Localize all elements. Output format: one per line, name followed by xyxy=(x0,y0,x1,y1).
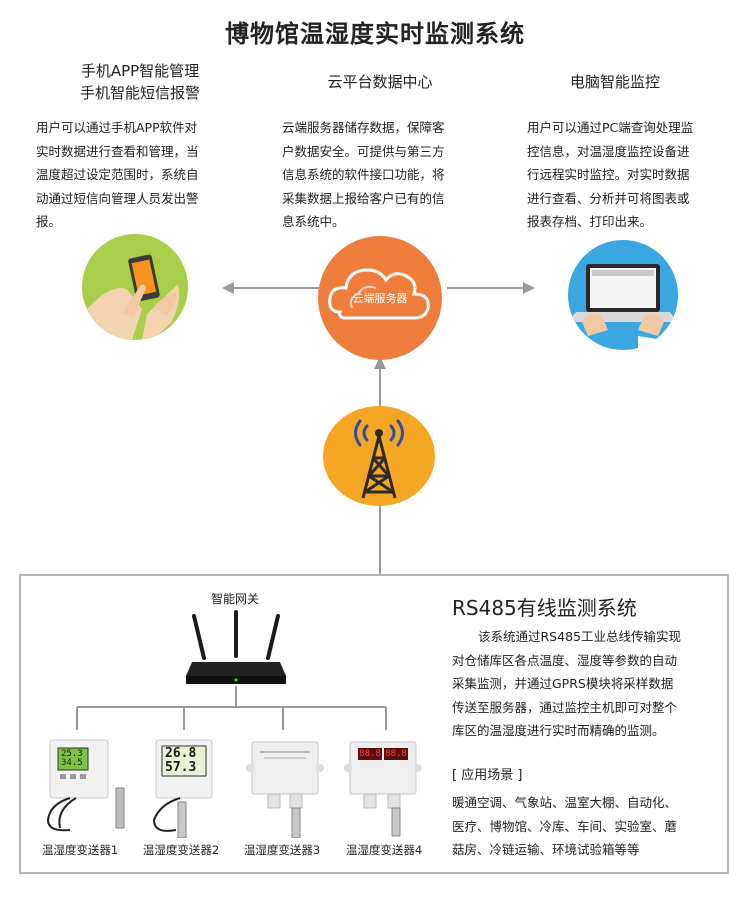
application-scenes-heading: [ 应用场景 ] xyxy=(452,768,523,783)
text-line: 报表存档、打印出来。 xyxy=(527,214,653,229)
mobile-heading: 手机APP智能管理 手机智能短信报警 xyxy=(40,60,240,104)
text-line: 采集监测，并通过GPRS模块将采样数据 xyxy=(452,676,674,691)
sensor-device-3 xyxy=(240,738,330,839)
text-line: 菇房、冷链运输、环境试验箱等等 xyxy=(452,842,640,857)
sensor-2-temp: 26.8 xyxy=(165,746,197,761)
arrowhead-up xyxy=(374,356,386,369)
page-title: 博物馆温湿度实时监测系统 xyxy=(225,20,525,48)
sensor-4-label: 温湿度变送器4 xyxy=(345,843,423,857)
sensor-device-4: 88.8 88.8 xyxy=(338,738,428,838)
text-line: 对仓储库区各点温度、湿度等参数的自动 xyxy=(452,652,678,668)
pc-monitor-illustration xyxy=(568,240,678,350)
text-line: 息系统中。 xyxy=(282,214,345,229)
text-line: 温度超过设定范围时，系统自 xyxy=(36,167,199,182)
text-line: 进行查看、分析并可将图表或 xyxy=(527,190,690,206)
text-line: 信息系统的软件接口功能，将 xyxy=(282,167,445,182)
wireless-tower-illustration xyxy=(323,406,435,506)
text-line: 用户可以通过PC端查询处理监 xyxy=(527,120,694,135)
mobile-heading-line2: 手机智能短信报警 xyxy=(79,84,200,102)
cloud-server-label: 云端服务器 xyxy=(352,292,408,305)
sensor-4-display-left: 88.8 xyxy=(359,749,381,759)
text-line: 动通过短信向管理人员发出警 xyxy=(36,190,199,206)
cloud-icon xyxy=(328,268,430,320)
sensor-2-display: 26.8 57.3 xyxy=(165,747,205,775)
antenna-tower-icon xyxy=(354,419,404,499)
sensor-4-icon xyxy=(344,741,422,837)
cloud-server-illustration: 云端服务器 xyxy=(318,236,442,360)
rs485-system-box xyxy=(19,574,729,874)
text-line: 暖通空调、气象站、温室大棚、自动化、 xyxy=(452,795,678,810)
rs485-title: RS485有线监测系统 xyxy=(452,596,637,620)
text-line: 云端服务器储存数据，保障客 xyxy=(282,120,445,135)
text-line: 传送至服务器，通过监控主机即可对整个 xyxy=(452,699,678,715)
arrowhead-left xyxy=(222,282,234,294)
mobile-heading-line1: 手机APP智能管理 xyxy=(80,62,200,80)
sensor-4-display-right: 88.8 xyxy=(385,749,407,759)
sensor-1-temp: 25.3 xyxy=(61,749,83,759)
gateway-label: 智能网关 xyxy=(210,592,259,606)
sensor-1-label: 温湿度变送器1 xyxy=(41,843,119,857)
sensor-3-label: 温湿度变送器3 xyxy=(243,843,321,857)
text-line: 实时数据进行查看和管理，当 xyxy=(36,143,199,159)
text-line: 该系统通过RS485工业总线传输实现 xyxy=(478,629,681,644)
sensor-device-1: 25.3 34.5 xyxy=(40,738,128,838)
text-line: 库区的温湿度进行实时而精确的监测。 xyxy=(452,723,665,738)
sensor-device-2: 26.8 57.3 xyxy=(140,738,230,839)
text-line: 报。 xyxy=(36,214,62,229)
sensor-3-icon xyxy=(246,741,324,839)
sensor-2-humidity: 57.3 xyxy=(165,760,197,775)
pc-heading: 电脑智能监控 xyxy=(569,73,660,91)
text-line: 医疗、博物馆、冷库、车间、实验室、蘑 xyxy=(452,818,678,834)
laptop-icon xyxy=(568,264,678,350)
sensor-1-icon xyxy=(46,739,125,832)
sensor-2-label: 温湿度变送器2 xyxy=(142,843,220,857)
text-line: 户数据安全。可提供与第三方 xyxy=(282,143,445,159)
pc-description: 用户可以通过PC端查询处理监 控信息，对温湿度监控设备进 行远程实时监控。对实时… xyxy=(527,116,737,234)
cloud-description: 云端服务器储存数据，保障客 户数据安全。可提供与第三方 信息系统的软件接口功能，… xyxy=(282,116,492,234)
router-icon xyxy=(186,610,286,684)
text-line: 采集数据上报给客户已有的信 xyxy=(282,190,445,206)
sensor-1-display: 25.3 34.5 xyxy=(61,750,87,768)
rs485-description: 该系统通过RS485工业总线传输实现 对仓储库区各点温度、湿度等参数的自动 采集… xyxy=(452,625,724,743)
arrowhead-right xyxy=(523,282,535,294)
mobile-description: 用户可以通过手机APP软件对 实时数据进行查看和管理，当 温度超过设定范围时，系… xyxy=(36,116,246,234)
sensor-2-icon xyxy=(152,739,213,839)
application-scenes-text: 暖通空调、气象站、温室大棚、自动化、 医疗、博物馆、冷库、车间、实验室、蘑 菇房… xyxy=(452,791,724,862)
text-line: 控信息，对温湿度监控设备进 xyxy=(527,143,690,159)
text-line: 行远程实时监控。对实时数据 xyxy=(527,167,690,182)
cloud-heading: 云平台数据中心 xyxy=(327,73,433,91)
sensor-1-humidity: 34.5 xyxy=(61,758,83,768)
text-line: 用户可以通过手机APP软件对 xyxy=(36,120,198,135)
router-illustration xyxy=(184,610,288,690)
